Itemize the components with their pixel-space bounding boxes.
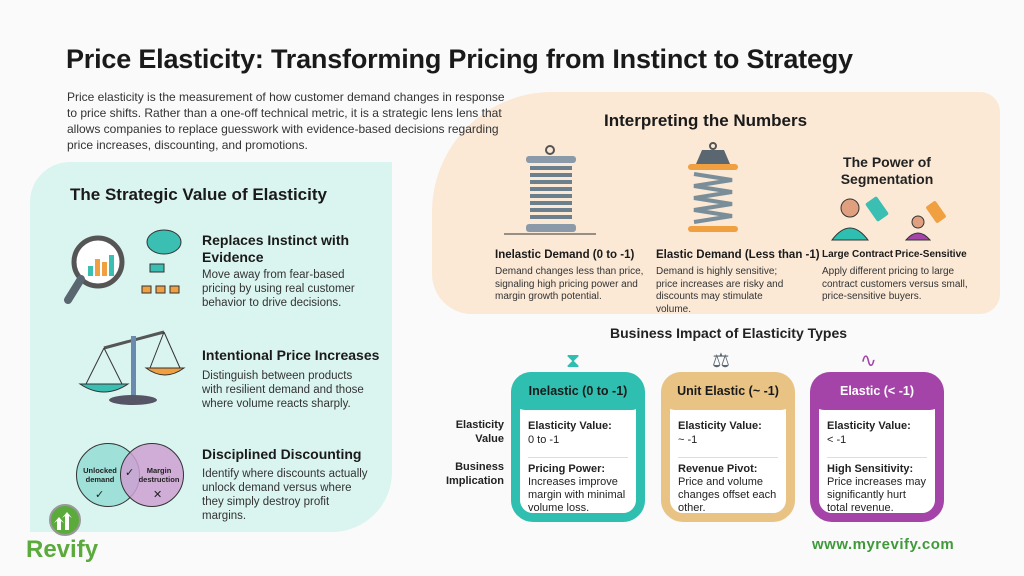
column-title: Inelastic Demand (0 to -1) xyxy=(495,249,635,261)
check-icon: ✓ xyxy=(95,489,105,501)
hourglass-icon: ⧗ xyxy=(566,350,581,372)
item-title: Disciplined Discounting xyxy=(202,446,362,462)
strategic-heading: The Strategic Value of Elasticity xyxy=(70,185,327,204)
scale-icon: ⚖ xyxy=(712,350,730,372)
card-implication: Revenue Pivot:Price and volume changes o… xyxy=(678,463,777,514)
row-label-value: Elasticity Value xyxy=(455,419,504,445)
weighted-spring-icon xyxy=(688,142,738,232)
website-link[interactable]: www.myrevify.com xyxy=(812,536,955,553)
item-body: Identify where discounts actually unlock… xyxy=(202,468,368,522)
item-title: Intentional Price Increases xyxy=(202,347,380,363)
card-value: Elasticity Value:0 to -1 xyxy=(528,420,612,446)
venn-right-label: Margin destruction xyxy=(138,466,180,484)
intro-text: Price elasticity is the measurement of h… xyxy=(67,90,505,152)
card-inelastic: Inelastic (0 to -1) Elasticity Value:0 t… xyxy=(511,372,645,522)
card-value: Elasticity Value:~ -1 xyxy=(678,420,762,446)
page-title: Price Elasticity: Transforming Pricing f… xyxy=(66,44,853,74)
column-body: Demand changes less than price, signalin… xyxy=(495,266,644,302)
card-implication: High Sensitivity: Price increases may si… xyxy=(827,463,927,514)
card-implication: Pricing Power:Increases improve margin w… xyxy=(528,463,626,514)
column-body: Apply different pricing to large contrac… xyxy=(822,266,968,302)
venn-left-label: Unlocked demand xyxy=(83,466,117,484)
brand-name: Revify xyxy=(26,536,99,563)
x-icon: ✕ xyxy=(153,489,163,501)
column-title: Elastic Demand (Less than -1) xyxy=(656,249,820,261)
price-tag-icon xyxy=(865,196,889,222)
card-title: Unit Elastic (~ -1) xyxy=(661,372,795,410)
wave-icon: ∿ xyxy=(860,350,877,372)
interpreting-heading: Interpreting the Numbers xyxy=(604,111,808,130)
item-body: Move away from fear-based pricing by usi… xyxy=(202,269,355,309)
magnifier-brain-icon xyxy=(64,229,182,304)
card-title: Inelastic (0 to -1) xyxy=(511,372,645,410)
segment-label: Large Contract xyxy=(822,249,894,260)
compressed-spring-icon xyxy=(504,145,596,235)
impact-heading: Business Impact of Elasticity Types xyxy=(610,325,848,341)
balance-scale-icon xyxy=(78,330,186,405)
venn-right-circle xyxy=(120,443,184,507)
item-body: Distinguish between products with resili… xyxy=(202,370,364,410)
segmentation-people-icon xyxy=(830,196,946,241)
row-label-implication: Business Implication xyxy=(445,461,504,487)
item-title: Replaces Instinct with Evidence xyxy=(202,232,350,265)
card-elastic: Elastic (< -1) Elasticity Value:< -1 Hig… xyxy=(810,372,944,522)
card-title: Elastic (< -1) xyxy=(810,372,944,410)
price-tag-icon xyxy=(926,201,946,223)
column-body: Demand is highly sensitive; price increa… xyxy=(656,266,784,315)
card-unit-elastic: Unit Elastic (~ -1) Elasticity Value:~ -… xyxy=(661,372,795,522)
segment-label: Price-Sensitive xyxy=(895,249,967,260)
card-value: Elasticity Value:< -1 xyxy=(827,420,911,446)
check-icon: ✓ xyxy=(125,467,135,479)
segmentation-heading: The Power of Segmentation xyxy=(840,154,934,187)
revify-logo-icon xyxy=(49,504,81,536)
